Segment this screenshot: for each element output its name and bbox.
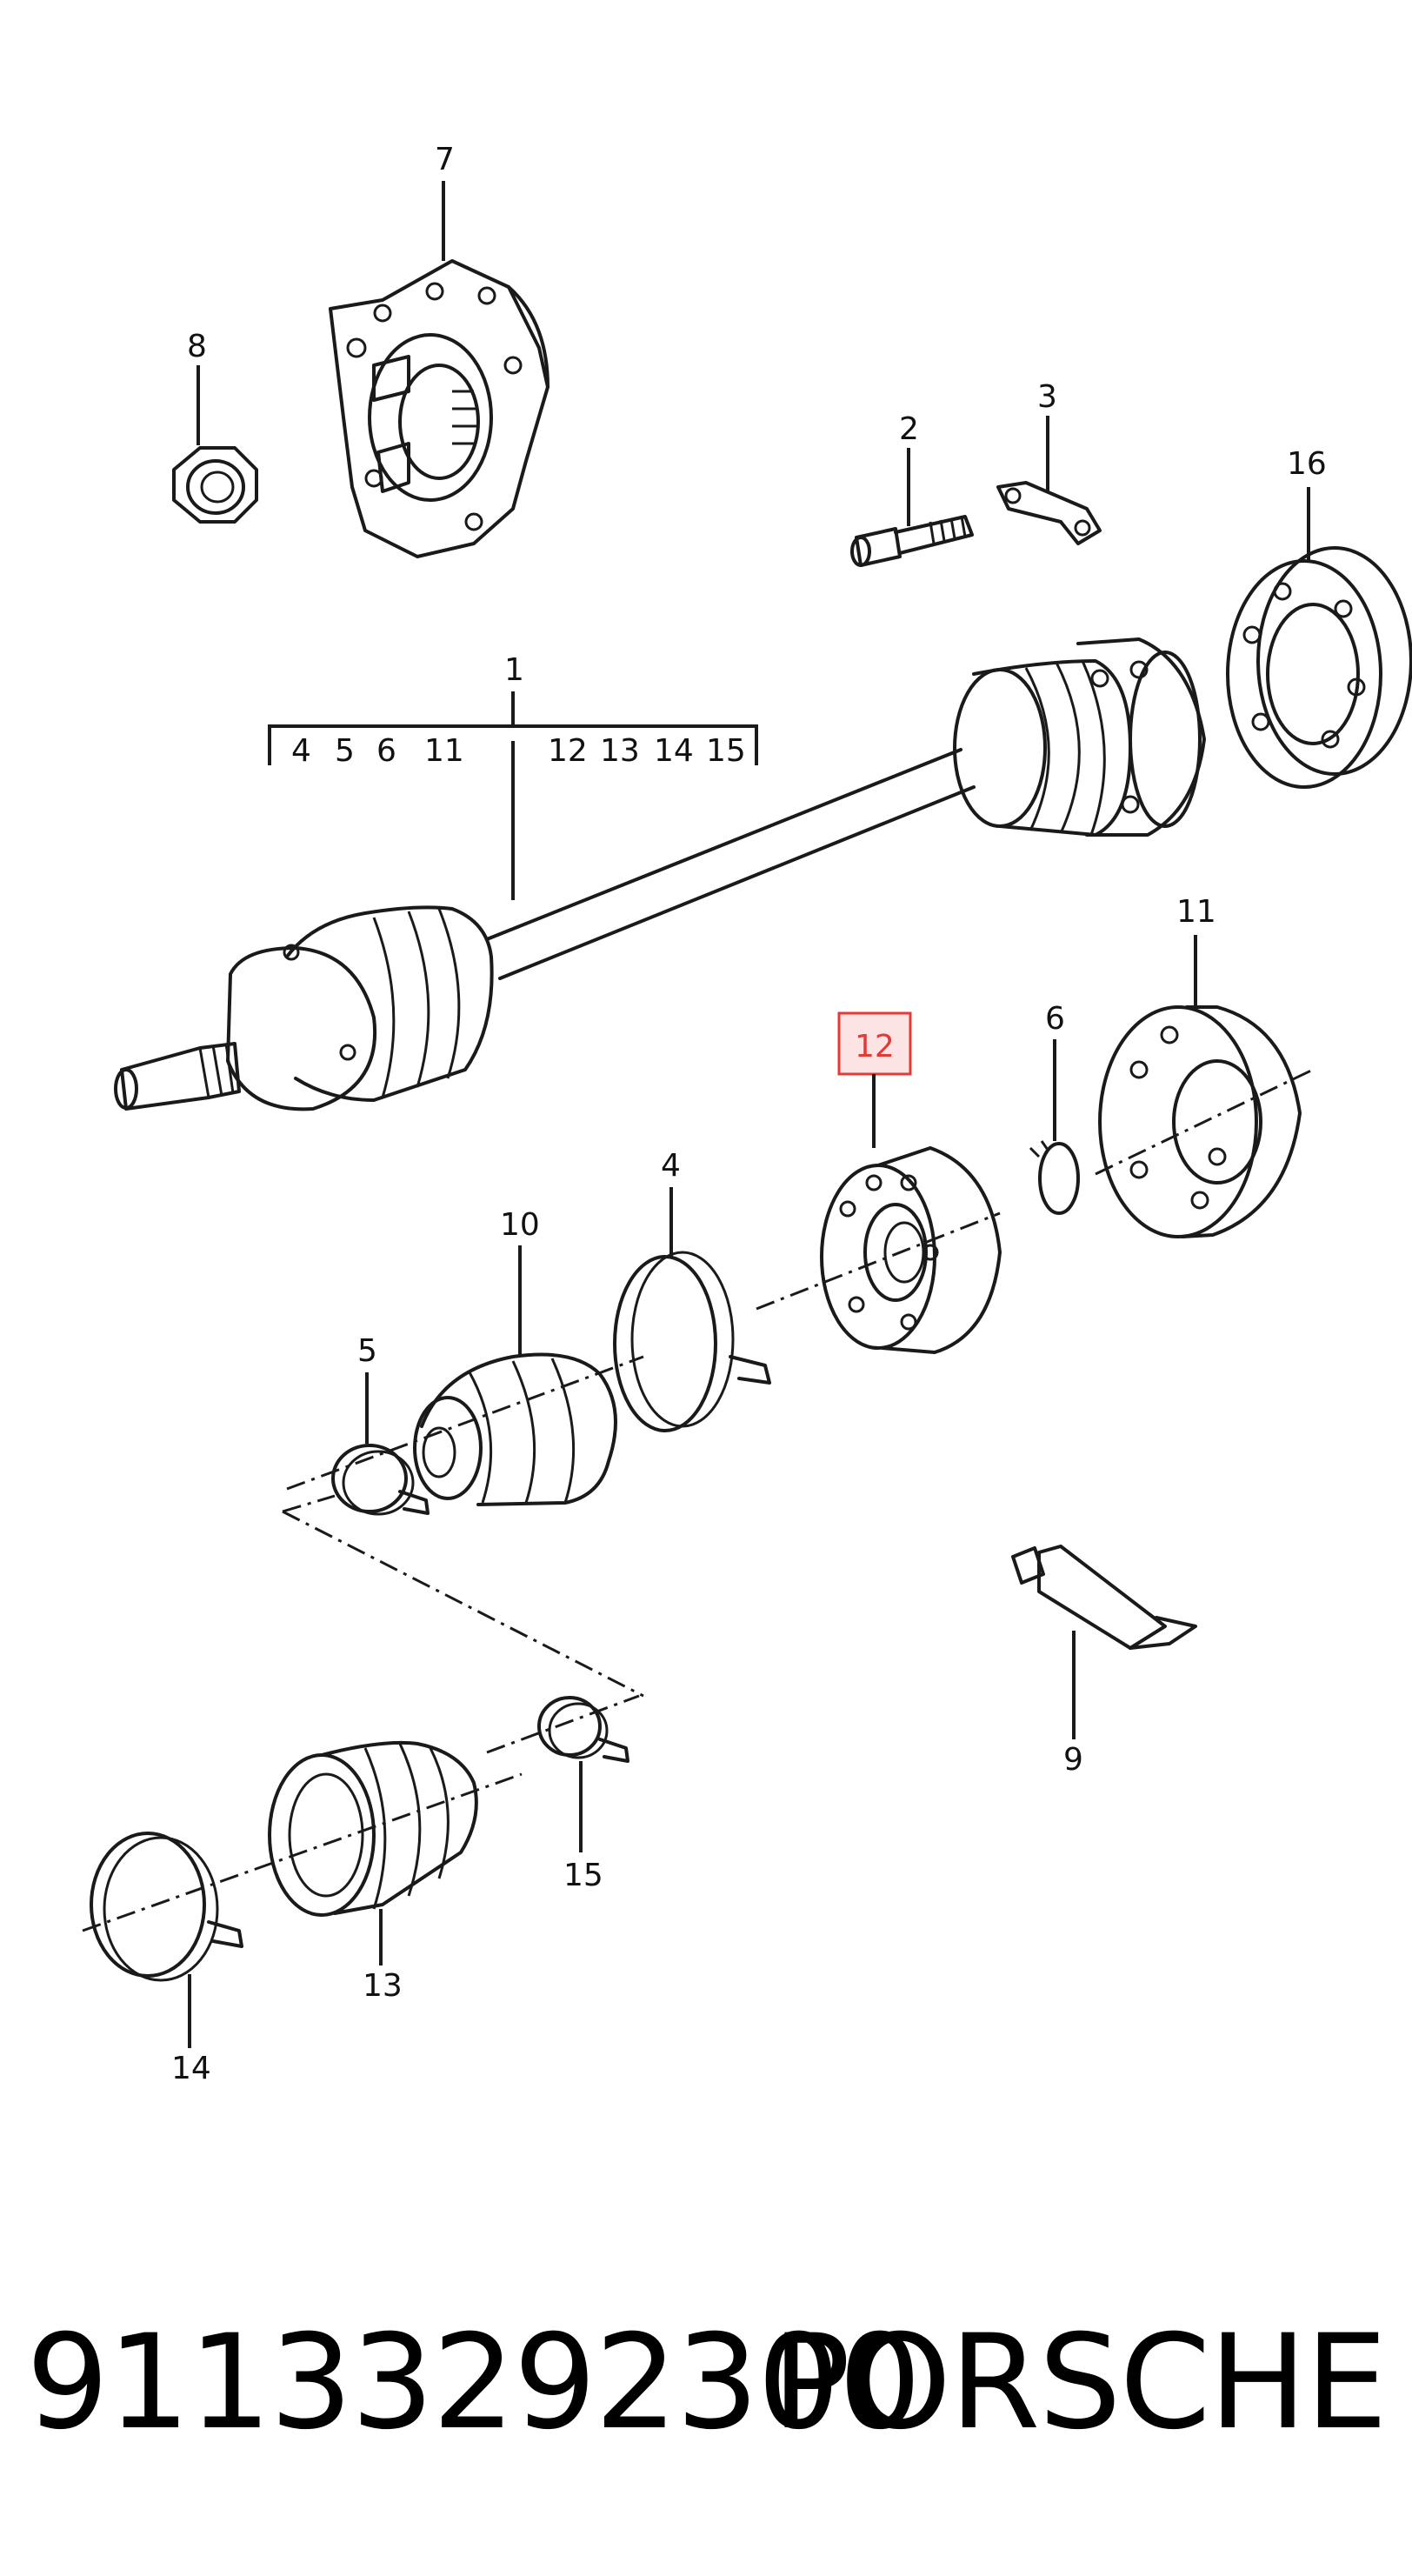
part-number: 91133292300 [26,2307,922,2459]
hex-nut [172,446,258,524]
bracket-item-14: 14 [654,733,694,769]
cv-joint-housing [1098,1005,1302,1238]
bracket-item-4: 4 [291,733,311,769]
callout-1: 1 [504,652,524,688]
bracket-item-6: 6 [376,733,396,769]
clamp-band-small [331,1444,430,1516]
circlip [1029,1140,1080,1215]
wheel-hub-flange [329,259,549,558]
assembly-bracket: 4 5 6 11 12 13 14 15 [268,691,758,900]
drive-shaft-assembly [114,637,1206,1111]
assembly-axis-lines [82,1068,1314,1932]
bolt [850,515,974,567]
callout-3: 3 [1037,379,1057,415]
callout-12: 12 [855,1029,895,1064]
grease-tube [1011,1545,1197,1650]
callout-14: 14 [171,2051,211,2086]
brand-name: PORSCHE [771,2307,1388,2459]
callout-2: 2 [899,411,919,447]
callout-16: 16 [1287,446,1327,482]
callout-10: 10 [500,1207,540,1243]
clamp-band-large [613,1251,771,1432]
highlight-box-12 [837,1011,912,1076]
callout-5: 5 [357,1333,377,1369]
callout-8: 8 [187,329,207,364]
callout-11: 11 [1176,894,1216,930]
clamp-band-small-lower [537,1696,629,1763]
bracket-item-12: 12 [548,733,588,769]
callout-6: 6 [1045,1001,1065,1037]
callout-9: 9 [1063,1742,1083,1778]
footer: 91133292300 PORSCHE [0,2313,1412,2453]
callout-4: 4 [661,1148,681,1184]
inner-cv-joint [820,1146,1002,1354]
gasket-ring [1226,546,1412,789]
lock-plate [996,481,1102,545]
callout-13: 13 [363,1968,403,2004]
callout-7: 7 [435,142,455,177]
bracket-item-15: 15 [706,733,746,769]
clamp-band-large-lower [90,1832,243,1982]
outer-boot [268,1740,478,1917]
bracket-item-5: 5 [335,733,355,769]
inner-boot [413,1352,617,1506]
bracket-item-13: 13 [600,733,640,769]
bracket-item-11: 11 [424,733,464,769]
callout-15: 15 [563,1858,603,1893]
